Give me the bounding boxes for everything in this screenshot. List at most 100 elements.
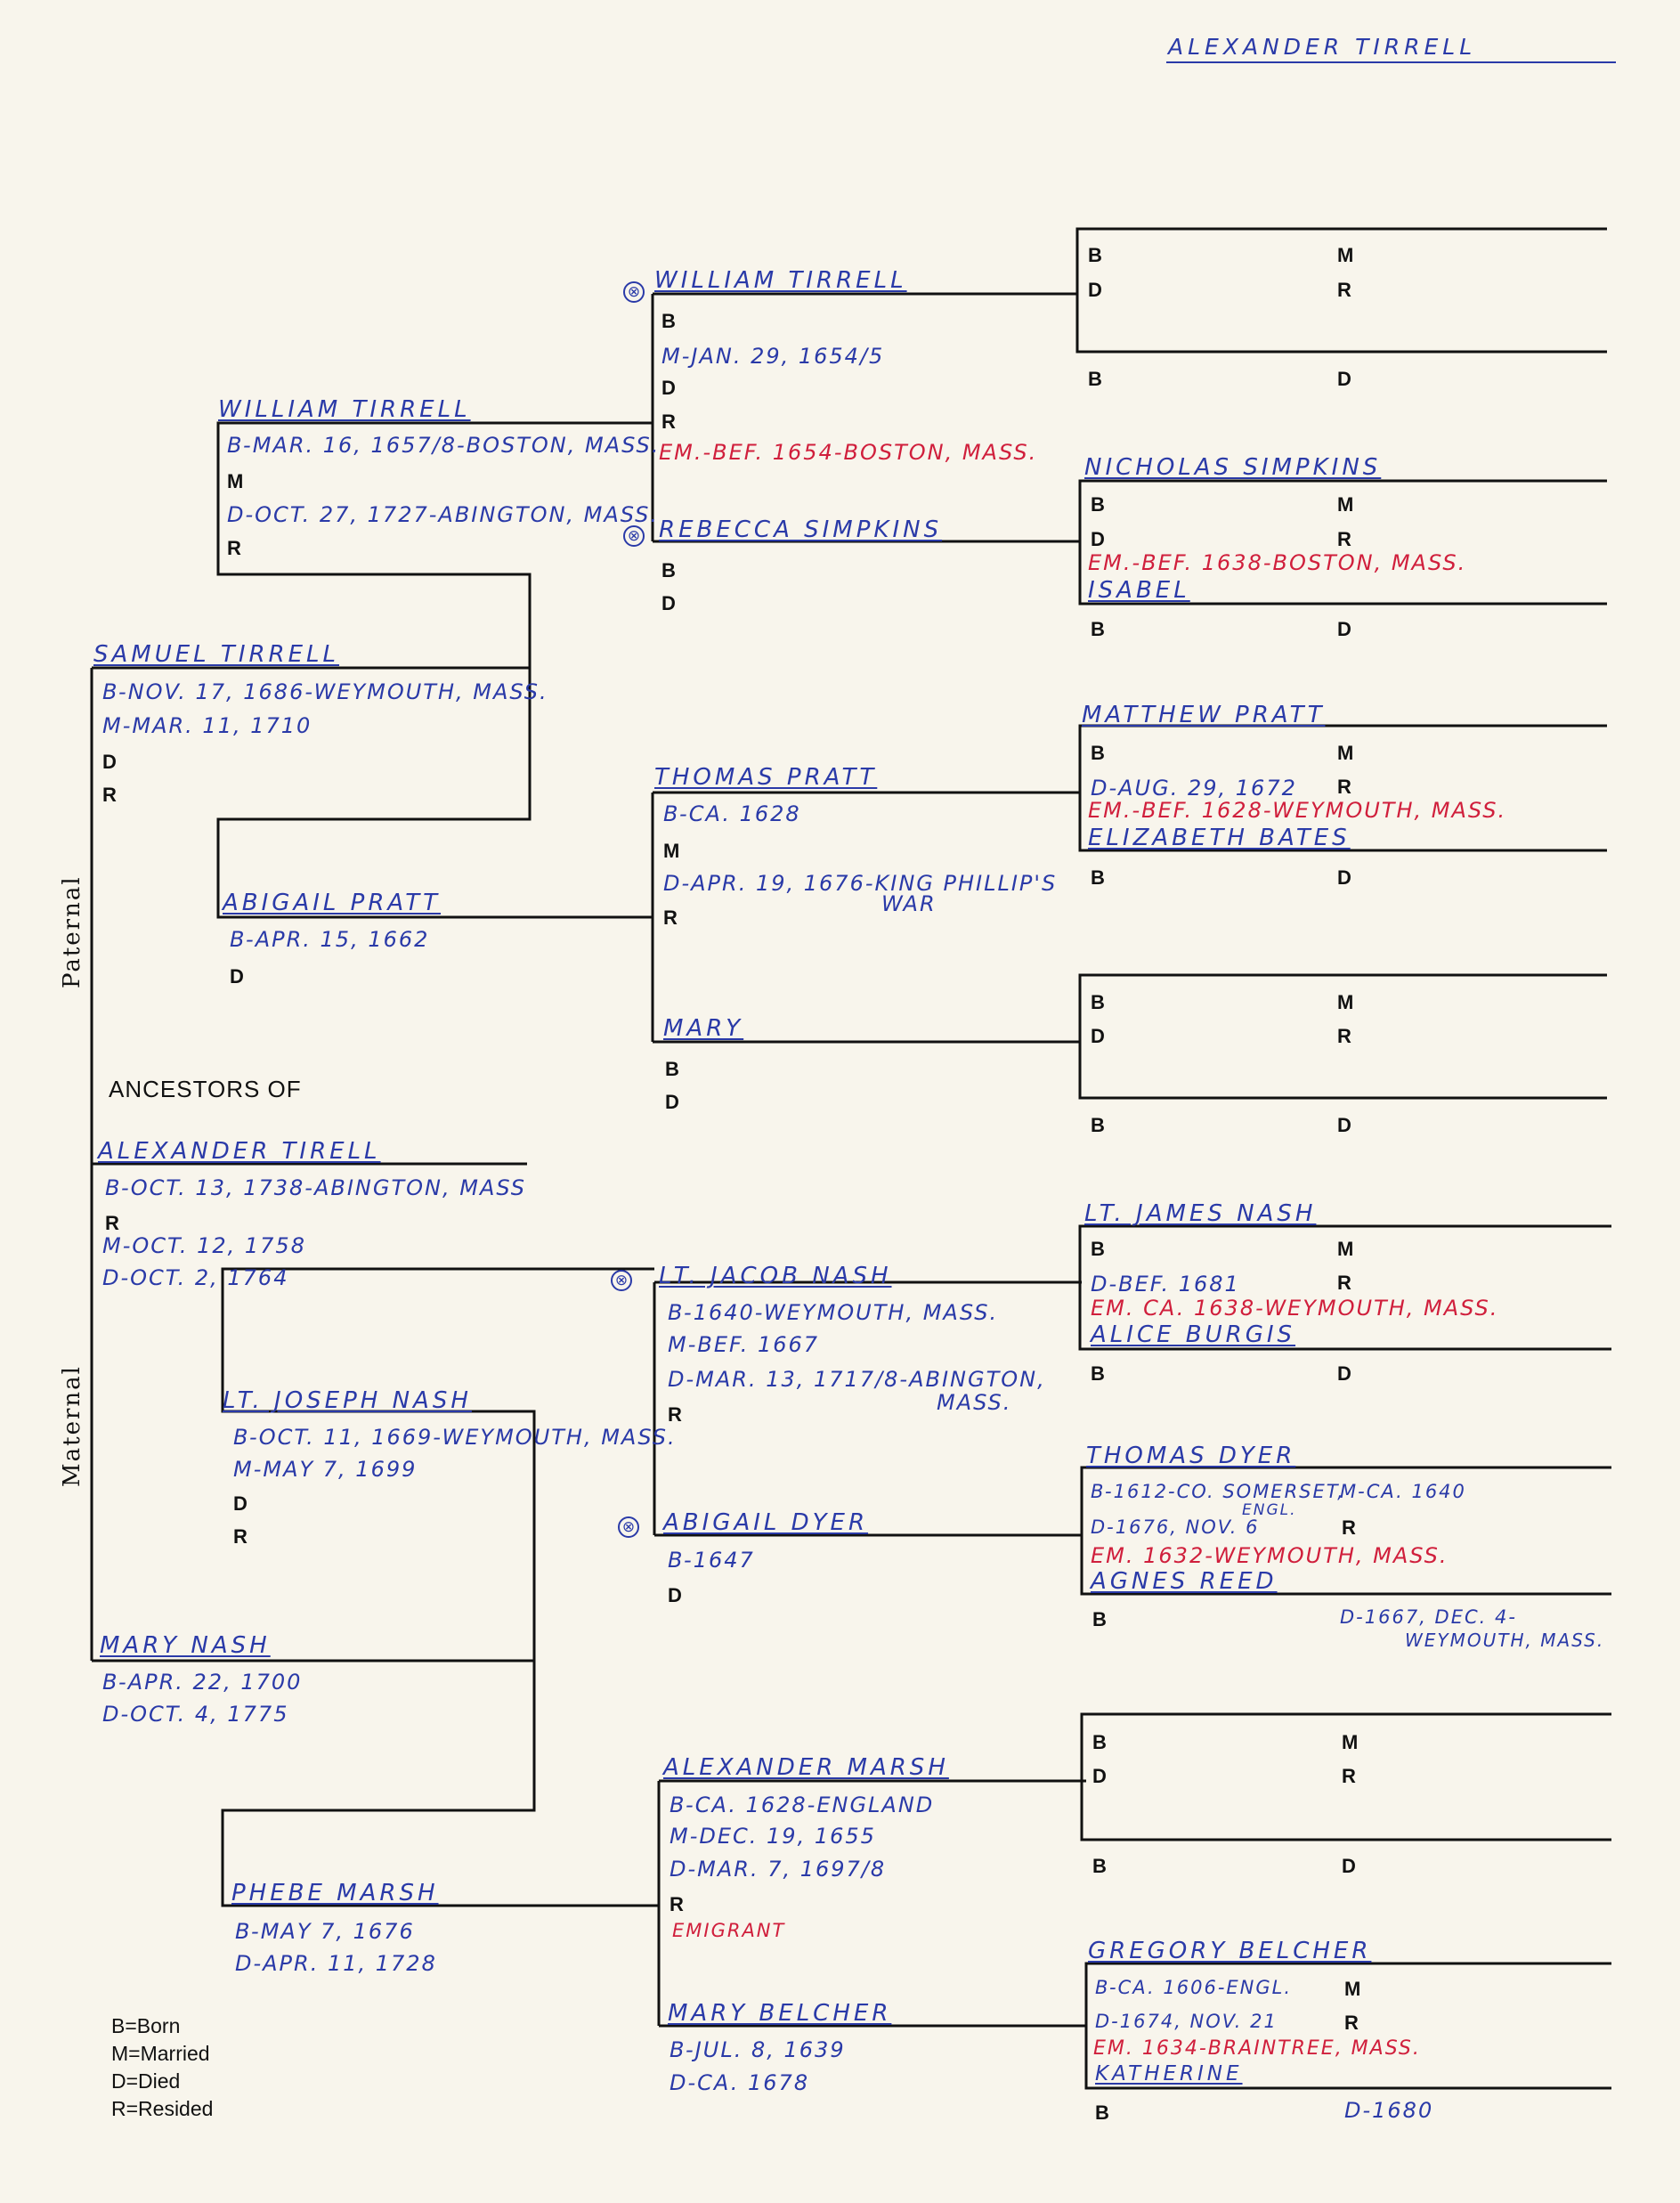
p5-married: M-BEF. 1667 — [668, 1332, 820, 1357]
p1-married: M-JAN. 29, 1654/5 — [661, 344, 885, 369]
c4-wife-died: D — [1337, 1114, 1351, 1136]
c8-name: GREGORY BELCHER — [1088, 1938, 1372, 1964]
p5-born: B-1640-WEYMOUTH, MASS. — [668, 1300, 999, 1325]
mf-resided: R — [233, 1525, 248, 1548]
c8-wife-born: B — [1095, 2101, 1109, 2124]
subject-born: B-OCT. 13, 1738-ABINGTON, MASS — [105, 1175, 526, 1200]
c6-married: M-CA. 1640 — [1340, 1481, 1466, 1502]
c8-wife-died: D-1680 — [1344, 2098, 1434, 2123]
p5-resided: R — [668, 1403, 682, 1426]
fm-born: B-APR. 15, 1662 — [230, 927, 430, 952]
c2-name: NICHOLAS SIMPKINS — [1084, 454, 1382, 481]
mother-name: MARY NASH — [100, 1632, 271, 1659]
c4-born: B — [1091, 991, 1105, 1013]
c1-wife-born: B — [1088, 368, 1102, 390]
c6-born: B-1612-CO. SOMERSET, — [1091, 1481, 1345, 1502]
c8-emigration: EM. 1634-BRAINTREE, MASS. — [1093, 2037, 1421, 2060]
p3-died-cont: WAR — [881, 891, 937, 916]
c8-married: M — [1344, 1978, 1361, 2000]
c1-resided: R — [1337, 279, 1351, 301]
c1-wife-died: D — [1337, 368, 1351, 390]
p4-name: MARY — [663, 1015, 744, 1042]
p2-name: REBECCA SIMPKINS — [659, 516, 943, 543]
p3-married: M — [663, 840, 680, 862]
p1-born: B — [661, 310, 676, 332]
c3-married: M — [1337, 742, 1354, 764]
paternal-label: Paternal — [59, 875, 85, 988]
c5-wife-name: ALICE BURGIS — [1091, 1321, 1296, 1348]
c7-resided: R — [1342, 1765, 1356, 1787]
ff-resided: R — [227, 537, 241, 559]
p7-resided: R — [670, 1893, 684, 1915]
c5-wife-born: B — [1091, 1362, 1105, 1385]
c2-wife-name: ISABEL — [1088, 577, 1190, 604]
father-married: M-MAR. 11, 1710 — [102, 713, 312, 738]
legend: B=Born M=Married D=Died R=Resided — [111, 2012, 213, 2123]
p7-died: D-MAR. 7, 1697/8 — [670, 1857, 887, 1882]
emigrant-mark-icon: ⊗ — [611, 1270, 632, 1291]
c3-resided: R — [1337, 776, 1351, 798]
father-died: D — [102, 751, 117, 773]
mf-married: M-MAY 7, 1699 — [233, 1457, 418, 1482]
p6-died: D — [668, 1584, 682, 1606]
emigrant-mark-icon: ⊗ — [623, 281, 645, 303]
c8-died: D-1674, NOV. 21 — [1095, 2011, 1278, 2032]
ancestors-of-heading: ANCESTORS OF — [109, 1076, 302, 1102]
c6-wife-born: B — [1092, 1608, 1107, 1630]
mf-died: D — [233, 1492, 248, 1515]
p5-died: D-MAR. 13, 1717/8-ABINGTON, — [668, 1367, 1046, 1392]
c7-wife-born: B — [1092, 1855, 1107, 1877]
c5-name: LT. JAMES NASH — [1084, 1200, 1317, 1227]
father-resided: R — [102, 784, 117, 806]
p7-born: B-CA. 1628-ENGLAND — [670, 1792, 935, 1817]
p1-name: WILLIAM TIRRELL — [654, 267, 907, 294]
p6-born: B-1647 — [668, 1548, 755, 1573]
c6-died: D-1676, NOV. 6 — [1091, 1516, 1260, 1538]
father-born: B-NOV. 17, 1686-WEYMOUTH, MASS. — [102, 679, 548, 704]
c2-married: M — [1337, 493, 1354, 516]
c6-name: THOMAS DYER — [1086, 1443, 1296, 1469]
c3-born: B — [1091, 742, 1105, 764]
ff-married: M — [227, 470, 244, 492]
c2-born: B — [1091, 493, 1105, 516]
c4-died: D — [1091, 1025, 1105, 1047]
p6-name: ABIGAIL DYER — [663, 1509, 869, 1536]
c7-died: D — [1092, 1765, 1107, 1787]
c5-wife-died: D — [1337, 1362, 1351, 1385]
fm-died: D — [230, 965, 244, 988]
p1-emigration: EM.-BEF. 1654-BOSTON, MASS. — [659, 440, 1038, 465]
emigrant-mark-icon: ⊗ — [623, 525, 645, 547]
emigrant-mark-icon: ⊗ — [618, 1516, 639, 1538]
c6-born-cont: ENGL. — [1242, 1501, 1297, 1519]
fm-name: ABIGAIL PRATT — [223, 890, 442, 916]
ff-born: B-MAR. 16, 1657/8-BOSTON, MASS. — [227, 433, 661, 458]
subject-died: D-OCT. 2, 1764 — [102, 1265, 289, 1290]
p5-name: LT. JACOB NASH — [659, 1263, 892, 1289]
subject-married: M-OCT. 12, 1758 — [102, 1233, 306, 1258]
mother-died: D-OCT. 4, 1775 — [102, 1702, 289, 1727]
c3-emigration: EM.-BEF. 1628-WEYMOUTH, MASS. — [1088, 798, 1507, 823]
c1-born: B — [1088, 244, 1102, 266]
c6-wife-died: D-1667, DEC. 4- — [1340, 1606, 1517, 1628]
c2-emigration: EM.-BEF. 1638-BOSTON, MASS. — [1088, 550, 1467, 575]
ff-name: WILLIAM TIRRELL — [218, 396, 471, 423]
c4-wife-born: B — [1091, 1114, 1105, 1136]
c5-born: B — [1091, 1238, 1105, 1260]
c3-died: D-AUG. 29, 1672 — [1091, 776, 1297, 801]
c8-wife-name: KATHERINE — [1095, 2062, 1243, 2085]
c4-married: M — [1337, 991, 1354, 1013]
p7-name: ALEXANDER MARSH — [663, 1754, 949, 1781]
c8-resided: R — [1344, 2012, 1359, 2034]
p3-name: THOMAS PRATT — [654, 764, 878, 791]
maternal-label: Maternal — [59, 1365, 85, 1487]
c5-died: D-BEF. 1681 — [1091, 1272, 1240, 1297]
c7-wife-died: D — [1342, 1855, 1356, 1877]
c5-married: M — [1337, 1238, 1354, 1260]
c2-resided: R — [1337, 528, 1351, 550]
p8-died: D-CA. 1678 — [670, 2070, 810, 2095]
p8-name: MARY BELCHER — [668, 2000, 892, 2027]
c5-emigration: EM. CA. 1638-WEYMOUTH, MASS. — [1091, 1296, 1499, 1321]
mm-born: B-MAY 7, 1676 — [235, 1919, 415, 1944]
c8-born: B-CA. 1606-ENGL. — [1095, 1977, 1293, 1998]
